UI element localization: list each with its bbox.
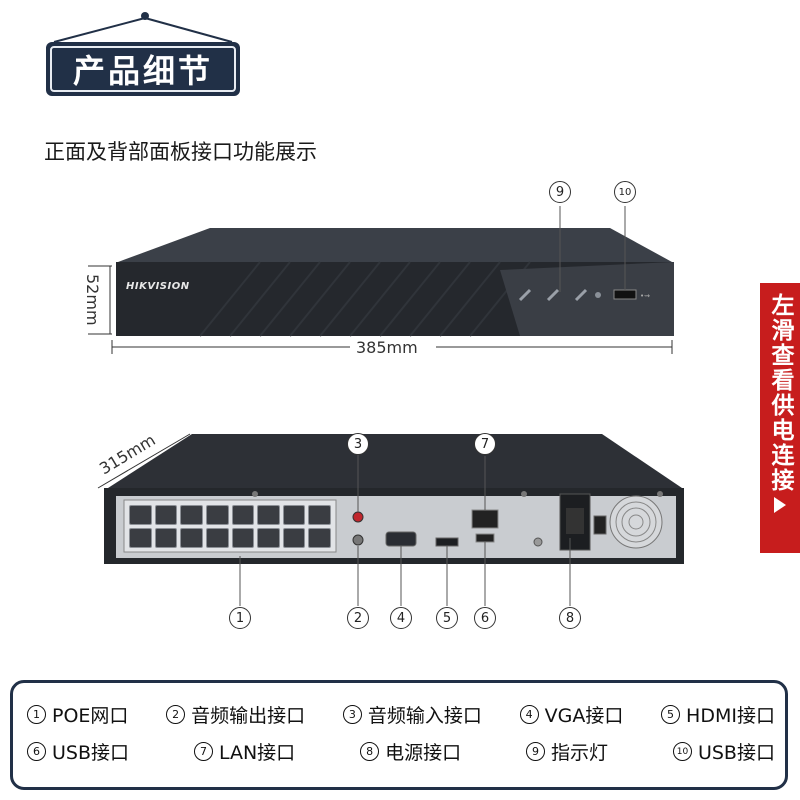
poe-port (154, 528, 178, 548)
legend-item: 9 指示灯 (526, 738, 608, 765)
height-dimension: 52mm (83, 274, 102, 326)
arrow-left-icon (774, 497, 786, 513)
vga-port (385, 531, 417, 547)
legend-label: USB接口 (52, 742, 130, 764)
page-title: 产品细节 (72, 52, 213, 90)
poe-port (282, 505, 306, 525)
callout-9: 9 (549, 181, 571, 203)
legend-number: 6 (27, 742, 46, 761)
title-badge: 产品细节 (46, 42, 240, 96)
legend-label: 音频输入接口 (367, 705, 482, 727)
callout-7: 7 (474, 433, 496, 455)
callout-5: 5 (436, 607, 458, 629)
legend-number: 10 (672, 742, 692, 761)
legend-label: VGA接口 (544, 705, 624, 727)
legend-item: 10 USB接口 (672, 738, 775, 765)
legend-number: 1 (27, 705, 46, 724)
poe-port (205, 505, 229, 525)
callout-1: 1 (229, 607, 251, 629)
swipe-power-tab[interactable]: 左滑查看供电连接 (760, 283, 800, 553)
legend-number: 4 (519, 705, 539, 724)
width-dimension: 385mm (356, 338, 418, 357)
legend-item: 2 音频输出接口 (166, 701, 305, 728)
page-subtitle: 正面及背部面板接口功能展示 (44, 140, 317, 164)
front-usb-port (613, 289, 637, 300)
device-illustration: •⇝ (88, 206, 684, 606)
back-view (97, 433, 684, 606)
indicator-lights (518, 288, 588, 302)
legend-number: 7 (193, 742, 213, 761)
poe-port (282, 528, 306, 548)
hdmi-port (435, 537, 459, 547)
side-tab-label: 左滑查看供电连接 (767, 293, 793, 493)
callout-4: 4 (390, 607, 412, 629)
lan-port (471, 509, 499, 529)
legend-label: POE网口 (52, 705, 129, 727)
legend-label: HDMI接口 (686, 705, 775, 727)
legend-number: 5 (661, 705, 681, 724)
front-view: •⇝ (88, 206, 674, 354)
legend-row: 6 USB接口 7 LAN接口 8 电源接口 9 指示灯 10 USB接口 (27, 738, 775, 765)
legend-item: 5 HDMI接口 (661, 701, 775, 728)
legend-item: 4 VGA接口 (519, 701, 624, 728)
poe-port (205, 528, 229, 548)
callout-3: 3 (347, 433, 369, 455)
legend-label: USB接口 (697, 742, 775, 764)
legend-number: 8 (360, 742, 380, 761)
legend-item: 7 LAN接口 (193, 738, 296, 765)
legend-item: 3 音频输入接口 (342, 701, 482, 728)
audio-out-port (352, 534, 364, 546)
poe-port (257, 505, 280, 525)
callout-10: 10 (614, 181, 636, 203)
legend-label: 音频输出接口 (191, 705, 306, 727)
audio-in-port (352, 511, 364, 523)
legend-item: 6 USB接口 (27, 738, 129, 765)
legend-item: 8 电源接口 (360, 738, 461, 765)
callout-2: 2 (347, 607, 369, 629)
legend-row: 1 POE网口 2 音频输出接口 3 音频输入接口 4 VGA接口 5 HDMI接口 (27, 701, 775, 728)
poe-port (180, 528, 203, 548)
legend-label: LAN接口 (218, 742, 296, 764)
poe-port (231, 528, 255, 548)
poe-port (308, 505, 331, 525)
poe-port (180, 505, 203, 525)
poe-port (129, 505, 152, 525)
legend-number: 9 (526, 742, 546, 761)
poe-port (231, 505, 255, 525)
legend-label: 电源接口 (385, 742, 462, 764)
fan-icon (609, 495, 663, 549)
callout-8: 8 (559, 607, 581, 629)
poe-port (308, 528, 331, 548)
svg-text:•⇝: •⇝ (640, 292, 650, 300)
legend-number: 3 (342, 705, 362, 724)
poe-port (129, 528, 152, 548)
rear-usb-port (475, 533, 495, 543)
legend-item: 1 POE网口 (27, 701, 128, 728)
poe-port (154, 505, 178, 525)
poe-port (257, 528, 280, 548)
callout-6: 6 (474, 607, 496, 629)
poe-port-grid (129, 505, 331, 548)
legend-number: 2 (166, 705, 186, 724)
legend-label: 指示灯 (551, 742, 609, 764)
brand-logo: HIKVISION (126, 281, 190, 292)
